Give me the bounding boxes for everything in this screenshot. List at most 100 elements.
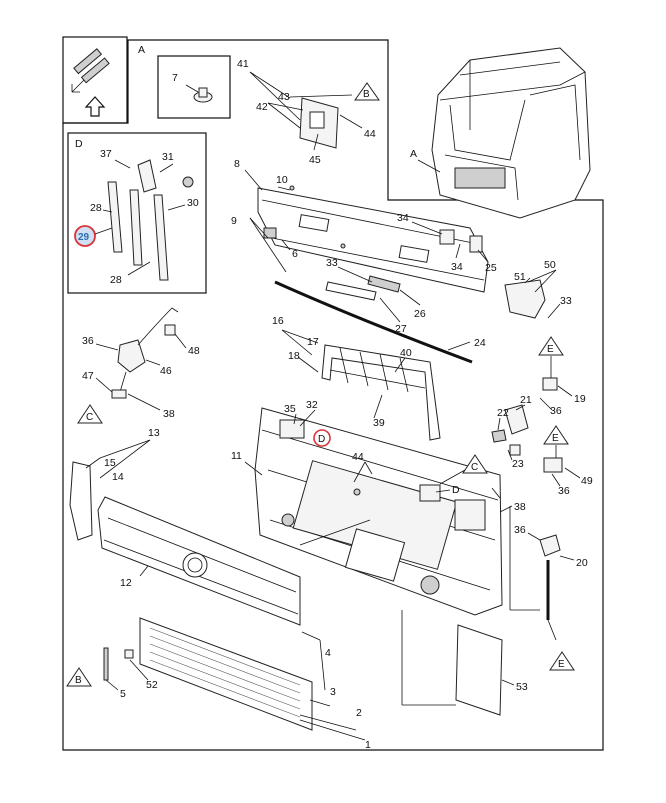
part-label-27: 27	[395, 323, 407, 335]
lower-grille-assembly: 4 3 2 1 B 5 52	[66, 617, 371, 751]
triangle-label-b-bottom: B	[75, 675, 82, 686]
part-label-33-a: 33	[326, 257, 338, 269]
part-label-19: 19	[574, 393, 586, 405]
part-label-34-a: 34	[397, 212, 409, 224]
part-label-38-b: 38	[514, 501, 526, 513]
part-label-20: 20	[576, 557, 588, 569]
part-label-41: 41	[237, 58, 249, 70]
arrow-up-icon	[84, 96, 106, 117]
part-label-38-a: 38	[163, 408, 175, 420]
upper-panel-assembly: 8 9 10 6 34 34 25	[231, 158, 497, 293]
part-label-11: 11	[231, 450, 242, 462]
volvo-logo-icon	[182, 552, 208, 578]
part-label-33-b: 33	[560, 295, 572, 307]
part-label-53: 53	[516, 681, 528, 693]
part-label-22: 22	[497, 407, 509, 419]
side-trim-13: 13 15 14	[69, 427, 160, 541]
part-label-26: 26	[414, 308, 426, 320]
part-label-45: 45	[309, 154, 321, 166]
view-letter-a-top: A	[138, 44, 145, 56]
orientation-icon-box	[62, 36, 128, 124]
highlight-circle-29[interactable]	[74, 225, 96, 247]
triangle-marker-c-left	[77, 404, 103, 424]
part-label-25: 25	[485, 262, 497, 274]
part-label-12: 12	[120, 577, 132, 589]
callout-circle-d	[313, 429, 331, 447]
plate-41-45: 41 42 43 44 45 B	[237, 58, 380, 166]
triangle-marker-e-1	[538, 336, 564, 356]
part-label-49: 49	[581, 475, 593, 487]
support-frame: 16 17 18 40 39	[272, 315, 441, 441]
part-label-8: 8	[234, 158, 240, 170]
part-label-43: 43	[278, 91, 290, 103]
part-label-30: 30	[187, 197, 199, 209]
part-label-37: 37	[100, 148, 112, 160]
gas-strut-assembly: 20 36 E	[509, 506, 588, 671]
view-letter-d-main: D	[452, 484, 460, 496]
view-letter-d-box: D	[75, 138, 83, 150]
part-label-51: 51	[514, 271, 526, 283]
callout-letter-d: D	[318, 434, 325, 445]
part-label-13: 13	[148, 427, 160, 439]
main-bumper-housing: 11 35 32 D 44 C D 38	[231, 399, 526, 616]
part-label-17: 17	[307, 336, 319, 348]
part-label-24: 24	[474, 337, 486, 349]
part-label-31: 31	[162, 151, 174, 163]
part-label-23: 23	[512, 458, 524, 470]
triangle-marker-b-top	[354, 82, 380, 101]
part-label-21: 21	[520, 394, 532, 406]
part-label-28-bottom: 28	[110, 274, 122, 286]
part-label-46: 46	[160, 365, 172, 377]
panel-53: 53	[401, 610, 528, 716]
triangle-label-e-2: E	[552, 433, 559, 444]
part-label-7: 7	[172, 72, 178, 84]
part-label-28-top: 28	[90, 202, 102, 214]
part-label-18: 18	[288, 350, 300, 362]
detail-box-d: D 37 31 28 30 28 29	[67, 132, 207, 294]
triangle-marker-e-3	[549, 651, 575, 671]
part-label-44-main: 44	[352, 451, 364, 463]
triangle-label-c-left: C	[86, 412, 93, 423]
part-label-14: 14	[112, 471, 124, 483]
part-label-16: 16	[272, 315, 284, 327]
part-label-15: 15	[104, 457, 116, 469]
latch-cable-assembly: 36 48 46 47 38 C	[77, 307, 200, 424]
part-label-52: 52	[146, 679, 158, 691]
triangle-label-e-3: E	[558, 659, 565, 670]
part-label-47: 47	[82, 370, 94, 382]
part-label-42: 42	[256, 101, 268, 113]
part-label-9: 9	[231, 215, 237, 227]
triangle-marker-c-main	[462, 454, 488, 474]
part-label-39: 39	[373, 417, 385, 429]
part-7-box: 7	[157, 55, 231, 119]
part-label-34-b: 34	[451, 261, 463, 273]
grille-panel-12: 12	[97, 496, 371, 626]
triangle-marker-b-bottom	[66, 667, 92, 687]
part-label-10: 10	[276, 174, 288, 186]
truck-cab-illustration: A	[410, 47, 591, 219]
part-label-6: 6	[292, 248, 298, 260]
right-bracket-51: 50 51 33	[504, 259, 572, 319]
part-label-2: 2	[356, 707, 362, 719]
part-label-50: 50	[544, 259, 556, 271]
triangle-label-e-1: E	[547, 344, 554, 355]
part-label-4: 4	[325, 647, 331, 659]
strip-parts: 33 26 27 24	[274, 257, 486, 364]
part-label-36-a: 36	[82, 335, 94, 347]
part-label-44-top: 44	[364, 128, 376, 140]
part-label-36-d: 36	[514, 524, 526, 536]
part-label-36-b: 36	[550, 405, 562, 417]
part-label-32: 32	[306, 399, 318, 411]
part-label-29-highlighted[interactable]: 29	[78, 232, 90, 243]
view-letter-a-cab: A	[410, 148, 417, 160]
part-label-40: 40	[400, 347, 412, 359]
triangle-marker-e-2	[543, 425, 569, 445]
part-label-35: 35	[284, 403, 296, 415]
part-label-5: 5	[120, 688, 126, 700]
triangle-label-b-top: B	[363, 89, 370, 100]
arrow-diagonal-icon	[71, 79, 85, 93]
triangle-label-c-main: C	[471, 462, 478, 473]
part-label-1: 1	[365, 739, 371, 751]
right-side-fittings: 22 21 23 E 19 36 E 49 36	[491, 336, 593, 497]
